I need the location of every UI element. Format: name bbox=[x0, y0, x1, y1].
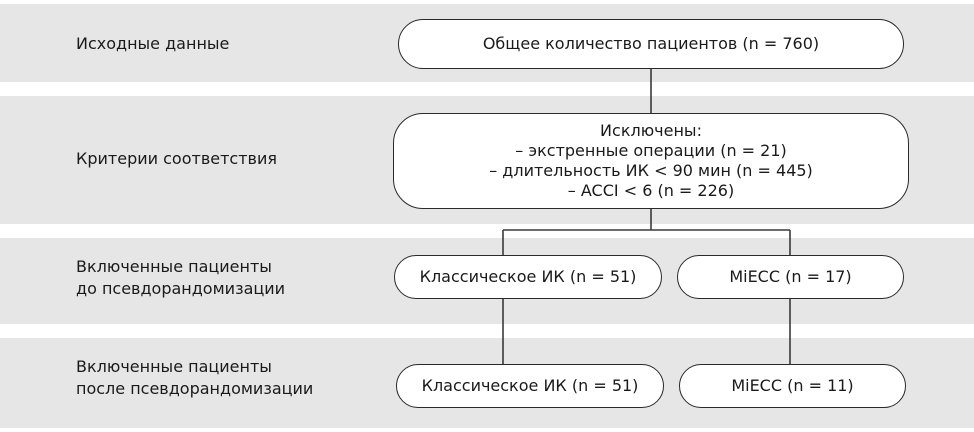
box-miecc-before: MiECC (n = 17) bbox=[677, 255, 904, 299]
box-classic-cpb-after: Классическое ИК (n = 51) bbox=[396, 364, 664, 408]
box-excluded: Исключены: – экстренные операции (n = 21… bbox=[393, 113, 909, 209]
box-total-patients: Общее количество пациентов (n = 760) bbox=[398, 19, 904, 69]
row-label-baseline: Исходные данные bbox=[76, 34, 230, 53]
box-classic-cpb-before: Классическое ИК (n = 51) bbox=[394, 255, 662, 299]
excluded-item: – экстренные операции (n = 21) bbox=[515, 141, 787, 160]
row-label-after-psm: Включенные пациенты после псевдорандомиз… bbox=[76, 357, 314, 398]
row-label-eligibility: Критерии соответствия bbox=[76, 149, 277, 168]
excluded-item: – ACCI < 6 (n = 226) bbox=[567, 181, 735, 200]
row-label-before-psm: Включенные пациенты до псевдорандомизаци… bbox=[76, 257, 286, 298]
box-miecc-after: MiECC (n = 11) bbox=[679, 364, 906, 408]
excluded-item: – длительность ИК < 90 мин (n = 445) bbox=[489, 161, 813, 180]
excluded-title: Исключены: bbox=[600, 121, 702, 140]
